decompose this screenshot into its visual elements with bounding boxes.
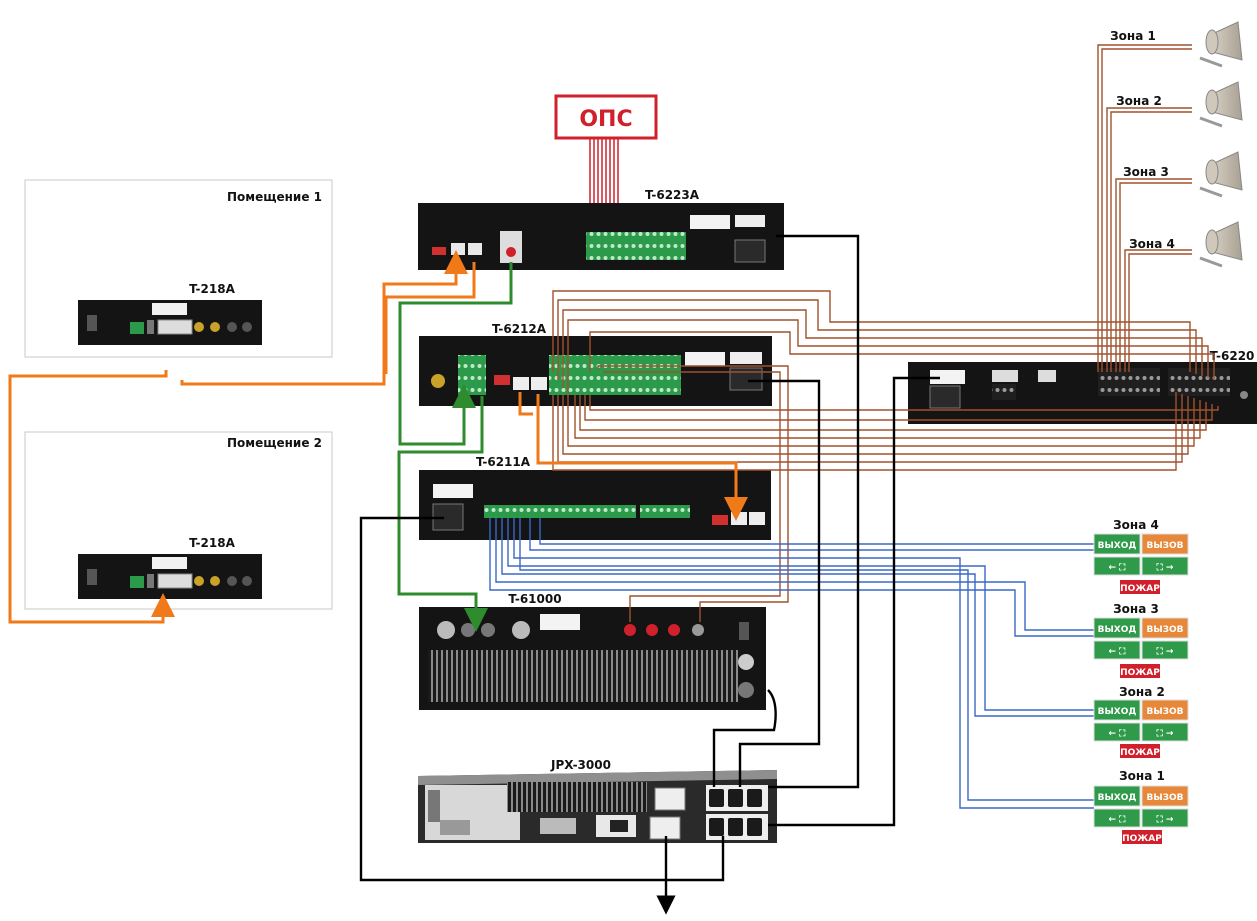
orange-cables [8,250,748,624]
t6220-device [908,362,1257,424]
speaker-zone-2 [1199,81,1243,128]
t6223a-label: T-6223A [645,188,700,202]
call-text: ВЫЗОВ [1146,707,1183,717]
exit-text: ВЫХОД [1098,793,1137,803]
room-1-device-label: T-218A [189,282,235,296]
sign-zone-2-label: Зона 2 [1119,685,1165,699]
fire-text: ПОЖАР [1120,584,1160,594]
speaker-zone-4 [1199,221,1243,268]
jpx3000-label: JPX-3000 [550,758,611,772]
exit-text: ВЫХОД [1098,625,1137,635]
green-cables [397,262,513,632]
room-2: Помещение 2 T-218A [24,431,333,610]
jpx3000-ups [418,770,777,843]
t6223a-device [418,203,784,270]
sign-group-zone-1: Зона 1 ВЫХОД ВЫЗОВ ← ⛶ ⛶ → ПОЖАР [1093,769,1189,844]
call-text: ВЫЗОВ [1146,625,1183,635]
power-cables [359,234,940,915]
room-2-device-label: T-218A [189,536,235,550]
ops-label: ОПС [579,107,632,132]
ops-fire-alarm-panel: ОПС [554,94,658,140]
arrow-right-icon: ⛶ → [1156,728,1174,739]
fire-text: ПОЖАР [1122,834,1162,844]
room-1: Помещение 1 T-218A [24,179,333,358]
speaker-zone-3-label: Зона 3 [1123,165,1169,179]
sign-cables [489,518,1094,809]
arrow-right-icon: ⛶ → [1156,814,1174,825]
zone-amp-cables [552,290,1219,471]
t61000-device [419,607,766,710]
speaker-cables [1097,44,1192,372]
exit-text: ВЫХОД [1098,707,1137,717]
sign-zone-1-label: Зона 1 [1119,769,1165,783]
sign-zone-3-label: Зона 3 [1113,602,1159,616]
arrow-left-icon: ← ⛶ [1109,646,1127,657]
exit-signs: Зона 4 ВЫХОД ВЫЗОВ ← ⛶ ⛶ → ПОЖАР Зона 3 … [1093,518,1189,844]
fire-text: ПОЖАР [1120,748,1160,758]
speaker-zone-1-label: Зона 1 [1110,29,1156,43]
t6220-label: T-6220 [1210,349,1255,363]
room-2-title: Помещение 2 [227,436,322,450]
arrow-right-icon: ⛶ → [1156,646,1174,657]
speaker-zone-4-label: Зона 4 [1129,237,1175,251]
sign-group-zone-4: Зона 4 ВЫХОД ВЫЗОВ ← ⛶ ⛶ → ПОЖАР [1093,518,1189,594]
t6212a-device [419,336,772,406]
sign-zone-4-label: Зона 4 [1113,518,1159,532]
speaker-zone-3 [1199,151,1243,198]
sign-group-zone-3: Зона 3 ВЫХОД ВЫЗОВ ← ⛶ ⛶ → ПОЖАР [1093,602,1189,678]
room-1-title: Помещение 1 [227,190,322,204]
amp-output-cables [597,365,789,622]
t6211a-device [419,470,771,540]
t218a-device-2 [78,554,262,599]
t61000-label: T-61000 [508,592,561,606]
exit-text: ВЫХОД [1098,541,1137,551]
fire-text: ПОЖАР [1120,668,1160,678]
sign-group-zone-2: Зона 2 ВЫХОД ВЫЗОВ ← ⛶ ⛶ → ПОЖАР [1093,685,1189,758]
arrow-right-icon: ⛶ → [1156,562,1174,573]
speakers: Зона 1 Зона 2 Зона 3 Зона 4 [1110,21,1243,268]
t6211a-label: T-6211A [476,455,531,469]
arrow-left-icon: ← ⛶ [1109,728,1127,739]
speaker-zone-2-label: Зона 2 [1116,94,1162,108]
t218a-device-1 [78,300,262,345]
call-text: ВЫЗОВ [1146,793,1183,803]
call-text: ВЫЗОВ [1146,541,1183,551]
speaker-zone-1 [1199,21,1243,68]
arrow-left-icon: ← ⛶ [1109,562,1127,573]
arrow-left-icon: ← ⛶ [1109,814,1127,825]
t6212a-label: T-6212A [492,322,547,336]
